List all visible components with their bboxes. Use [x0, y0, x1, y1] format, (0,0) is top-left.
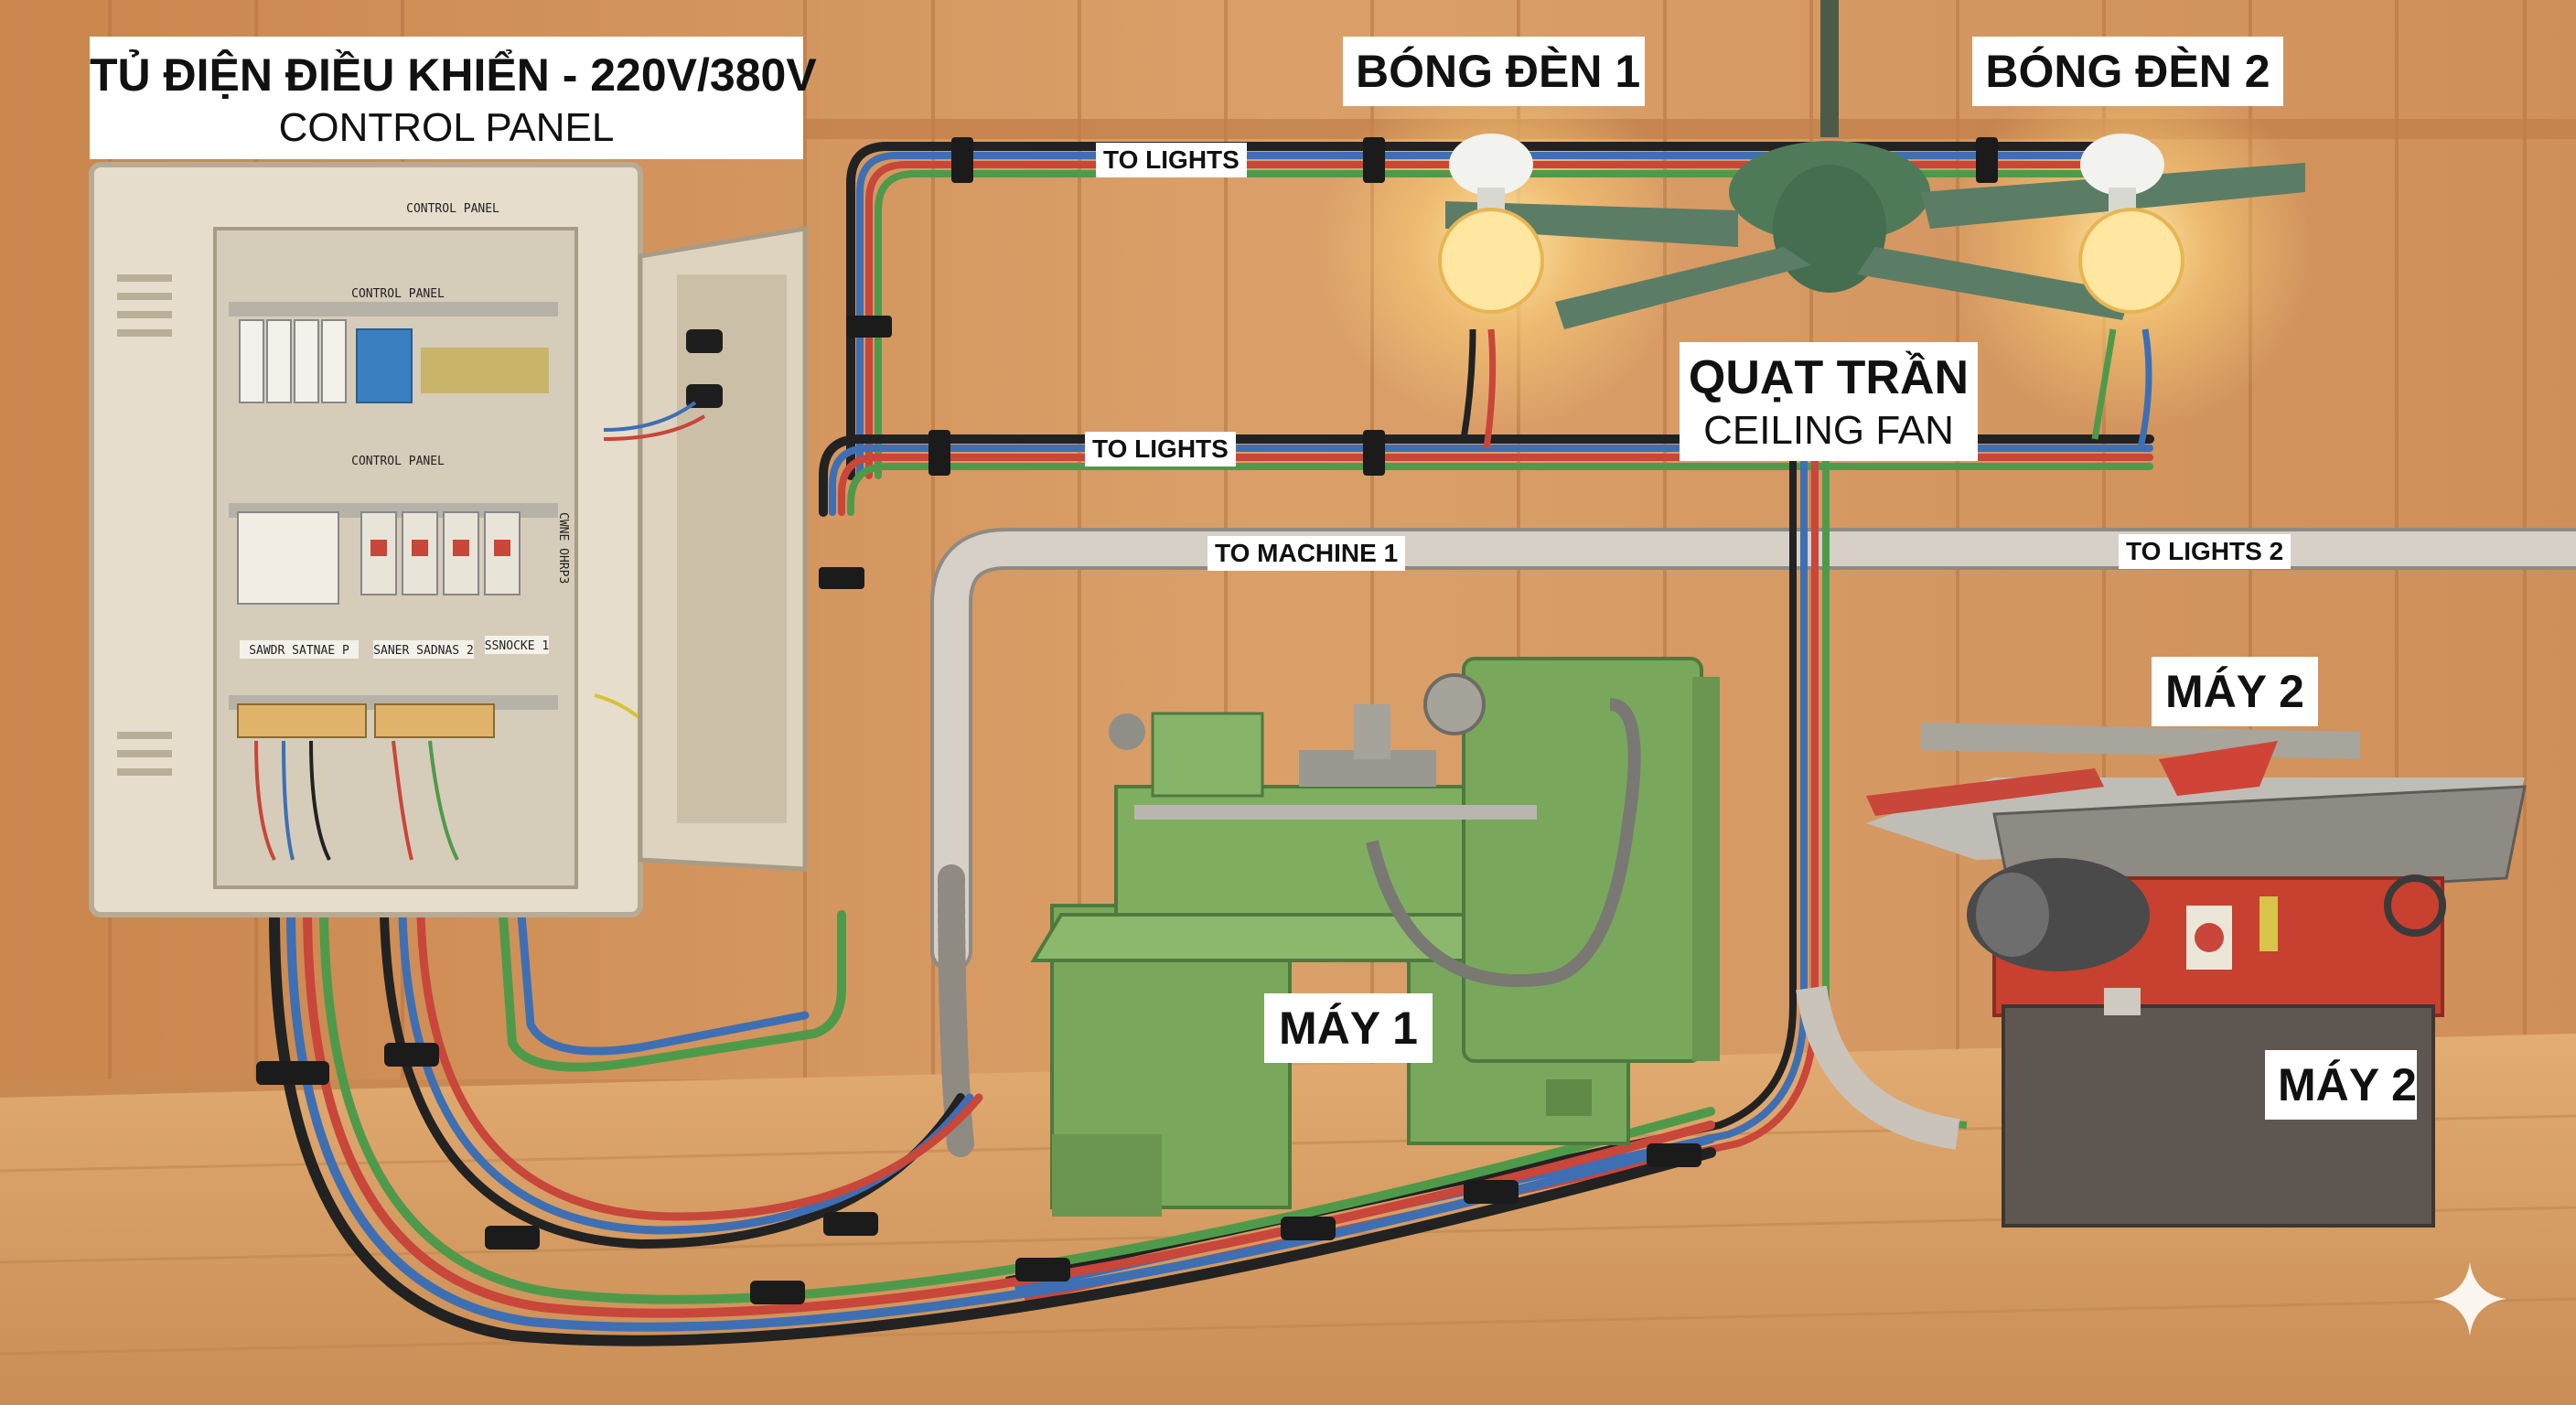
machine2-upper-label: MÁY 2 — [2152, 657, 2318, 726]
ceiling-fan — [1445, 0, 2305, 329]
cable-tag-to-machine1: TO MACHINE 1 — [1208, 536, 1406, 571]
light-bulb-1 — [1438, 134, 1544, 314]
panel-row-label-2: SANER SADNAS 2 — [373, 644, 474, 658]
bulb2-label: BÓNG ĐÈN 2 — [1972, 37, 2283, 106]
bulb1-label: BÓNG ĐÈN 1 — [1343, 37, 1645, 106]
saw-conduit — [1796, 985, 1960, 1150]
machine1-label: MÁY 1 — [1264, 993, 1433, 1063]
control-panel-box: CONTROL PANEL CONTROL PANEL CONTROL PANE… — [89, 162, 808, 917]
machine2-lower-label: MÁY 2 — [2265, 1050, 2417, 1120]
panel-side-label: CWNE OHRP3 — [556, 512, 570, 584]
light-bulb-2 — [2078, 134, 2184, 314]
cable-tag-to-lights2: TO LIGHTS 2 — [2119, 534, 2292, 569]
ceiling-cable-top — [846, 142, 2154, 480]
cable-clips — [819, 137, 1998, 589]
panel-title: TỦ ĐIỆN ĐIỀU KHIỂN - 220V/380V — [90, 49, 817, 101]
control-panel-title-label: TỦ ĐIỆN ĐIỀU KHIỂN - 220V/380V CONTROL P… — [90, 37, 817, 159]
panel-row-label-1: SAWDR SATNAE P — [249, 644, 349, 658]
fan-title: QUẠT TRẦN — [1688, 351, 1970, 404]
sparkle-icon — [2433, 1262, 2506, 1335]
lathe-machine — [1030, 657, 1720, 1217]
ceiling-fan-label: QUẠT TRẦN CEILING FAN — [1680, 342, 1978, 461]
panel-row-label-3: SSNOCKE 1 — [485, 639, 549, 653]
cable-tag-to-lights-top: TO LIGHTS — [1096, 143, 1247, 177]
panel-inner-mid-label: CONTROL PANEL — [351, 455, 445, 468]
floor-cable-clips — [256, 1043, 1701, 1304]
panel-inner-top-label: CONTROL PANEL — [351, 287, 445, 301]
panel-subtitle: CONTROL PANEL — [278, 105, 615, 150]
cable-tag-to-lights-mid: TO LIGHTS — [1085, 432, 1236, 467]
panel-box-top-label: CONTROL PANEL — [406, 202, 499, 216]
ceiling-cable-mid — [819, 434, 2154, 517]
bulb-drops — [1460, 328, 2152, 449]
fan-subtitle: CEILING FAN — [1703, 408, 1954, 453]
